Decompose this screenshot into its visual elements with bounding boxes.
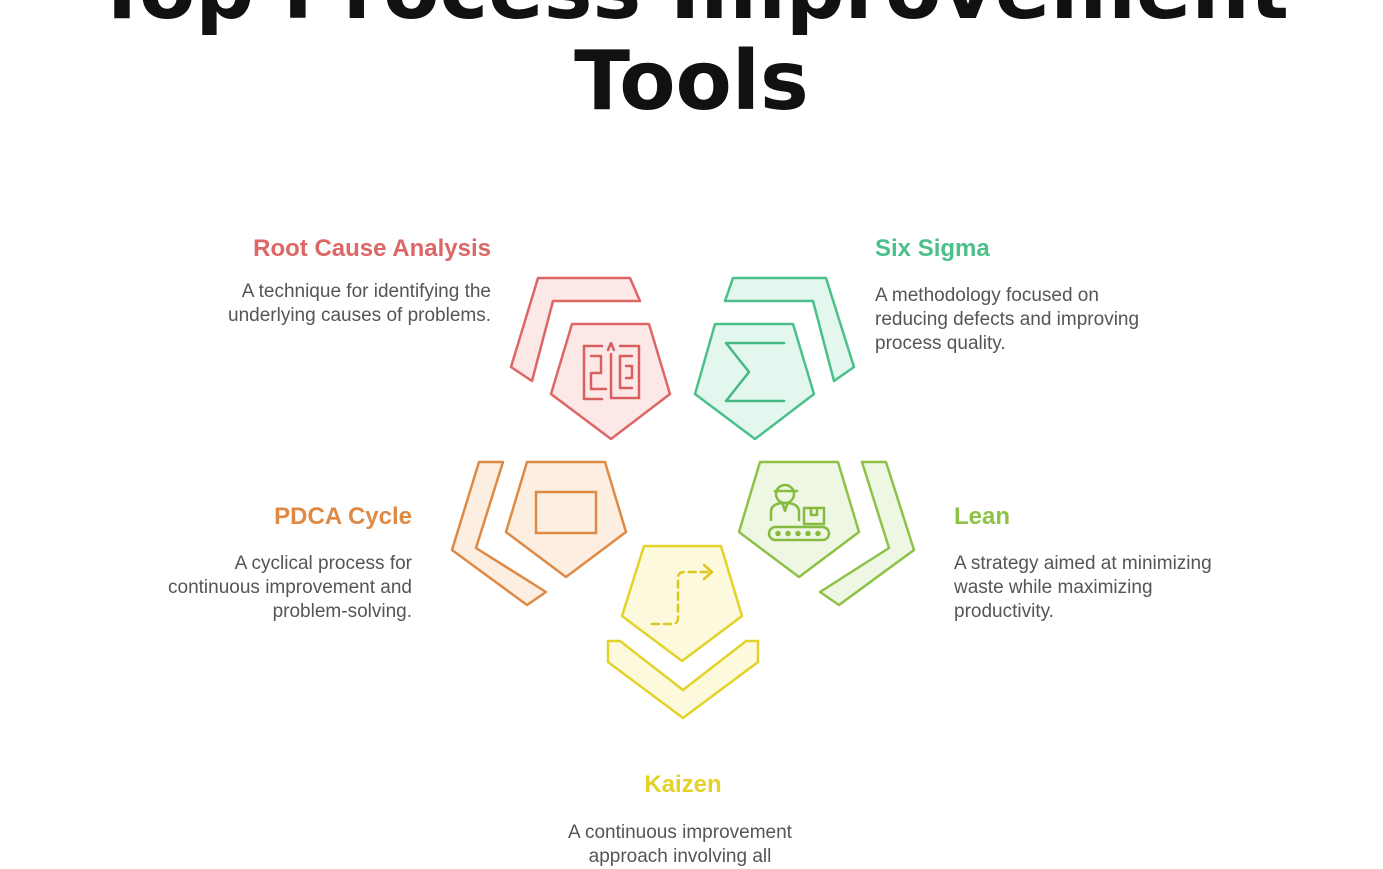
root-cause-outer-shape xyxy=(509,276,642,383)
worker-conveyor-icon xyxy=(767,483,831,542)
lean-outer-shape xyxy=(818,460,916,607)
six-sigma-desc-line: reducing defects and improving xyxy=(875,309,1140,330)
pdca-desc-line: problem-solving. xyxy=(272,601,412,622)
lean-description: A strategy aimed at minimizing waste whi… xyxy=(954,552,1334,624)
pdca-desc-line: continuous improvement and xyxy=(168,577,412,598)
kaizen-description: A continuous improvement approach involv… xyxy=(480,821,880,869)
six-sigma-desc-line: A methodology focused on xyxy=(875,285,1099,306)
maze-icon xyxy=(582,341,641,401)
six-sigma-title: Six Sigma xyxy=(875,235,990,262)
pdca-segment xyxy=(450,460,628,607)
six-sigma-outer-shape xyxy=(723,276,856,383)
page-title-line-2: Tools xyxy=(574,34,809,129)
kaizen-desc-line: A continuous improvement xyxy=(568,822,792,843)
pdca-outer-shape xyxy=(450,460,548,607)
pdca-title: PDCA Cycle xyxy=(274,503,412,530)
lean-title: Lean xyxy=(954,503,1011,530)
rectangle-icon xyxy=(534,490,598,535)
lean-desc-line: A strategy aimed at minimizing xyxy=(954,553,1212,574)
pdca-desc-line: A cyclical process for xyxy=(234,553,412,574)
root-cause-description: A technique for identifying the underlyi… xyxy=(111,280,491,328)
lean-desc-line: productivity. xyxy=(954,601,1054,622)
page-title-line-1: Top Process Improvement xyxy=(0,0,1383,32)
six-sigma-desc-line: process quality. xyxy=(875,333,1006,354)
root-cause-desc-line: underlying causes of problems. xyxy=(228,305,491,326)
root-cause-segment xyxy=(509,276,672,441)
kaizen-title: Kaizen xyxy=(644,771,722,798)
lean-segment xyxy=(737,460,916,607)
lean-desc-line: waste while maximizing xyxy=(954,577,1153,598)
kaizen-outer-shape xyxy=(606,639,760,720)
six-sigma-inner-shape xyxy=(693,322,816,441)
root-cause-desc-line: A technique for identifying the xyxy=(241,281,491,302)
six-sigma-segment xyxy=(693,276,856,441)
root-cause-title: Root Cause Analysis xyxy=(253,235,491,262)
pdca-description: A cyclical process for continuous improv… xyxy=(32,552,412,624)
pdca-inner-shape xyxy=(504,460,628,579)
six-sigma-description: A methodology focused on reducing defect… xyxy=(875,284,1255,356)
kaizen-desc-line: approach involving all xyxy=(588,846,772,867)
kaizen-segment xyxy=(606,544,760,720)
kaizen-inner-shape xyxy=(620,544,744,663)
dashed-path-arrow-icon xyxy=(650,563,714,626)
sigma-icon xyxy=(724,341,786,403)
